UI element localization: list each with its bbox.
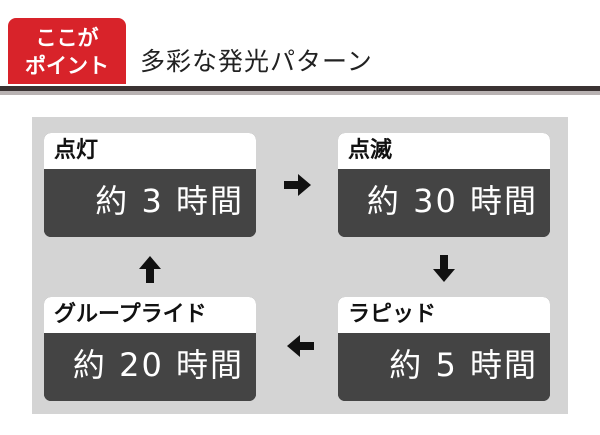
- card-value: 約 20 時間: [44, 333, 256, 401]
- card-label: グループライド: [44, 297, 256, 333]
- card-value: 約 5 時間: [338, 333, 550, 401]
- header-divider-shadow: [0, 91, 600, 95]
- card-value: 約 3 時間: [44, 169, 256, 237]
- card-label: ラピッド: [338, 297, 550, 333]
- header-divider: [0, 86, 600, 91]
- badge-line-1: ここが: [35, 26, 99, 50]
- card-label: 点灯: [44, 133, 256, 169]
- card-steady: 点灯 約 3 時間: [44, 133, 256, 237]
- card-label: 点滅: [338, 133, 550, 169]
- card-rapid: ラピッド 約 5 時間: [338, 297, 550, 401]
- arrow-right-icon: [284, 174, 311, 196]
- header: ここが ポイント 多彩な発光パターン: [0, 0, 600, 100]
- page-title: 多彩な発光パターン: [140, 47, 373, 76]
- card-value: 約 30 時間: [338, 169, 550, 237]
- arrow-up-icon: [139, 256, 161, 283]
- arrow-down-icon: [433, 255, 455, 282]
- arrow-left-icon: [287, 335, 314, 357]
- badge-line-2: ポイント: [25, 54, 109, 78]
- card-group-ride: グループライド 約 20 時間: [44, 297, 256, 401]
- pattern-panel: 点灯 約 3 時間 点滅 約 30 時間 ラピッド 約 5 時間 グループライド…: [32, 117, 568, 414]
- card-flash: 点滅 約 30 時間: [338, 133, 550, 237]
- point-badge: ここが ポイント: [8, 18, 126, 84]
